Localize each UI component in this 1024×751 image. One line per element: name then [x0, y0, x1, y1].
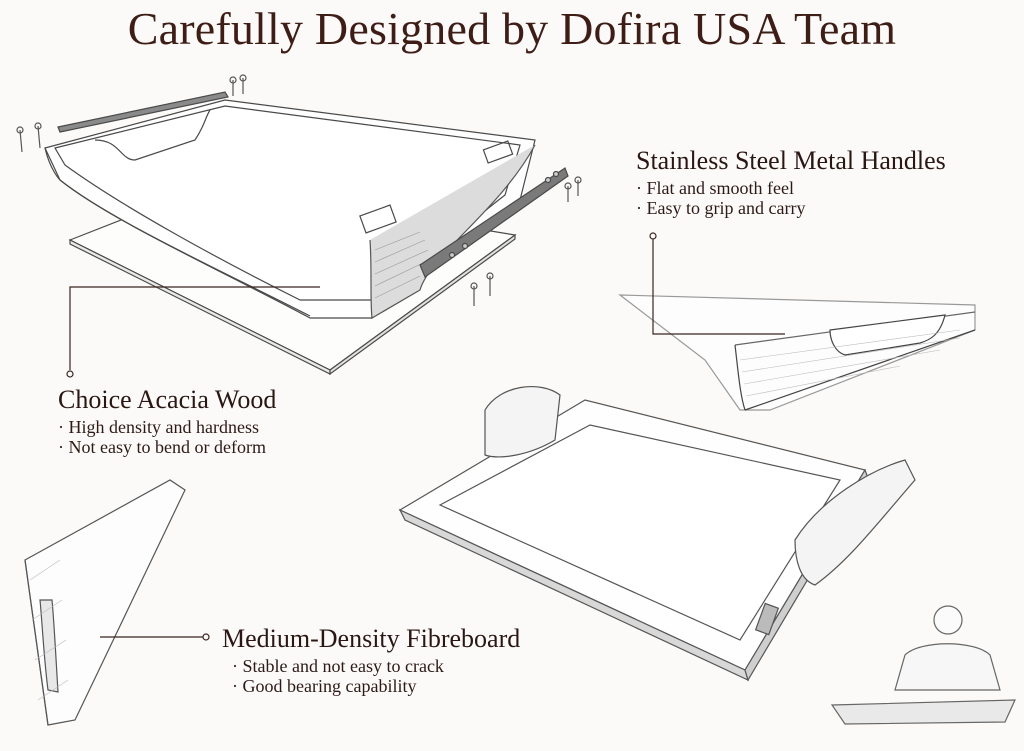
feature-bullet: Good bearing capability: [232, 676, 520, 696]
person-with-tray-sketch: [830, 605, 1016, 725]
feature-bullet: Flat and smooth feel: [636, 178, 946, 198]
feature-fibreboard: Medium-Density Fibreboard Stable and not…: [222, 624, 520, 696]
feature-bullet: Not easy to bend or deform: [58, 437, 276, 457]
exploded-tray-sketch: [16, 74, 582, 376]
feature-heading: Choice Acacia Wood: [58, 385, 277, 414]
feature-heading: Medium-Density Fibreboard: [222, 624, 521, 653]
feature-bullet: Easy to grip and carry: [636, 198, 946, 218]
feature-metal-handles: Stainless Steel Metal Handles Flat and s…: [636, 146, 946, 218]
feature-acacia-wood: Choice Acacia Wood High density and hard…: [58, 385, 276, 457]
fibreboard-side-sketch: [24, 479, 186, 726]
feature-bullet: Stable and not easy to crack: [232, 656, 520, 676]
callout-lines: [66, 232, 785, 641]
handle-closeup-sketch: [618, 294, 976, 411]
page-title: Carefully Designed by Dofira USA Team: [127, 3, 897, 54]
feature-heading: Stainless Steel Metal Handles: [636, 146, 946, 175]
feature-bullet: High density and hardness: [58, 417, 276, 437]
hands-carrying-tray-sketch: [398, 386, 916, 682]
